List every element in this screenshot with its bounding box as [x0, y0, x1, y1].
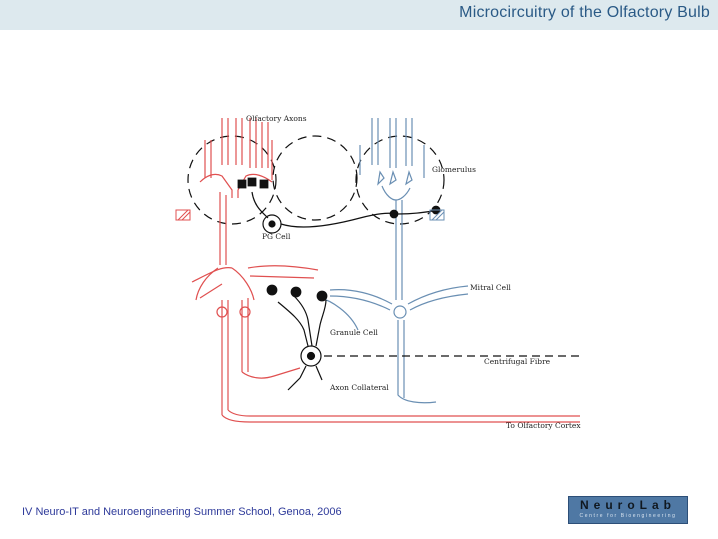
glomeruli	[187, 135, 445, 225]
label-axon-collateral: Axon Collateral	[329, 383, 389, 392]
mitral-cell-blue	[319, 118, 469, 404]
interneurons	[251, 191, 580, 391]
label-glomerulus: Glomerulus	[432, 165, 476, 174]
logo-subtitle: Centre for Bioengineering	[579, 513, 677, 519]
title-bar: Microcircuitry of the Olfactory Bulb	[0, 0, 718, 30]
granule-cell-body	[300, 345, 322, 367]
hatched-marks-blue	[429, 209, 445, 221]
logo-name: NeuroLab	[579, 498, 676, 512]
label-olfactory-axons: Olfactory Axons	[246, 114, 307, 123]
label-centrifugal-fibre: Centrifugal Fibre	[484, 357, 551, 366]
footer-text: IV Neuro-IT and Neuroengineering Summer …	[22, 506, 342, 518]
tufted-cell-red	[191, 118, 580, 423]
neurolab-logo: NeuroLab Centre for Bioengineering	[568, 496, 688, 524]
label-granule-cell: Granule Cell	[330, 328, 379, 337]
glomerulus-right	[355, 135, 445, 225]
label-to-olfactory-cortex: To Olfactory Cortex	[506, 421, 581, 430]
slide-title: Microcircuitry of the Olfactory Bulb	[459, 4, 710, 21]
label-pg-cell: PG Cell	[262, 232, 291, 241]
glomerulus-left	[187, 135, 277, 225]
hatched-marks	[175, 209, 191, 221]
glomerulus-middle	[272, 135, 358, 221]
label-mitral-cell: Mitral Cell	[470, 283, 512, 292]
